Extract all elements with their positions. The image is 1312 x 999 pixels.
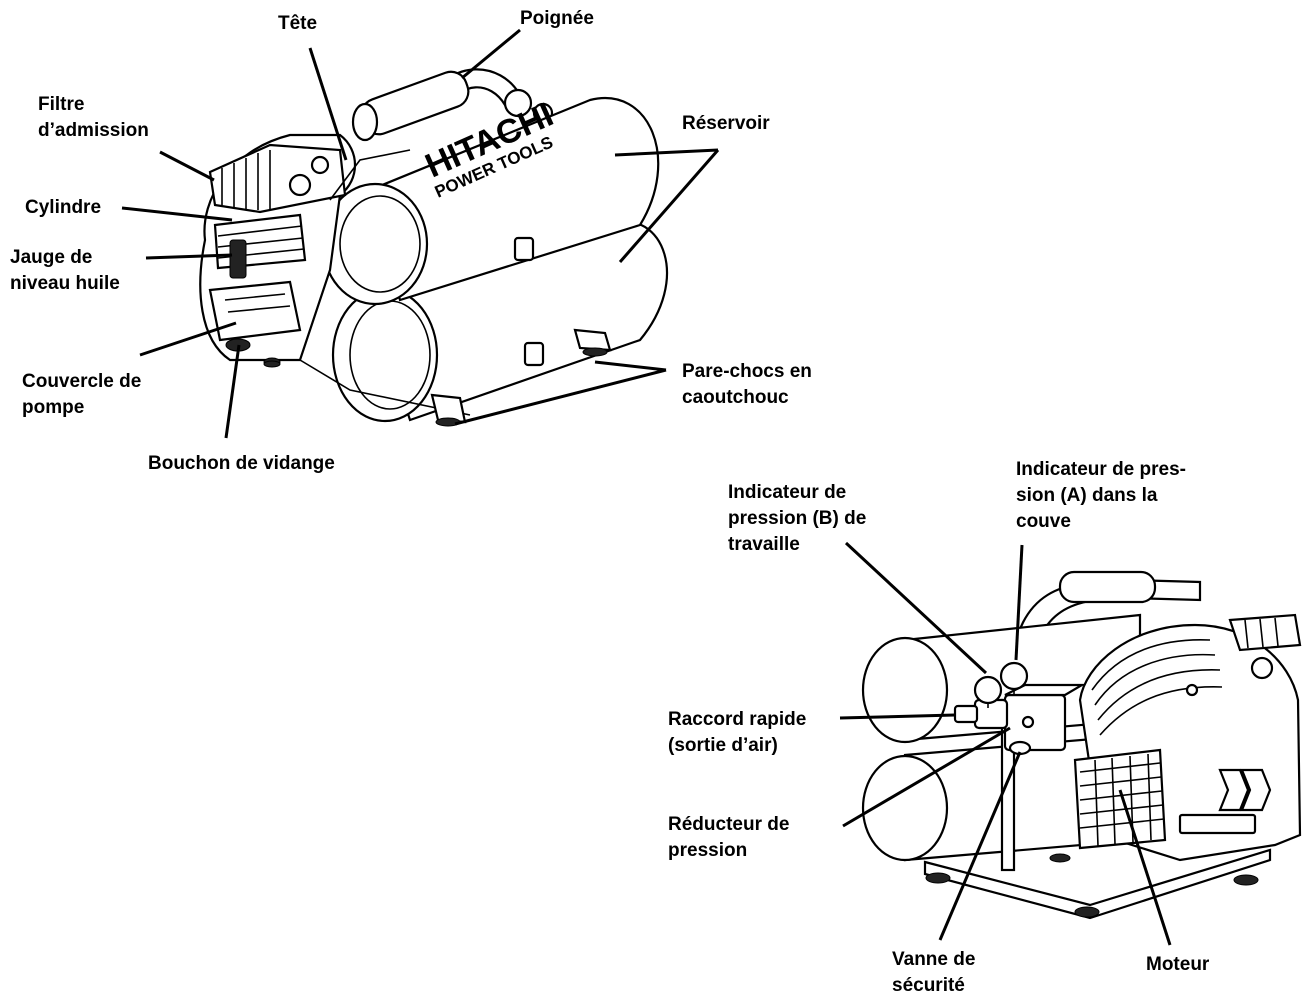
label-raccord-rapide: Raccord rapide (sortie d’air) bbox=[668, 709, 807, 756]
label-tete: Tête bbox=[278, 13, 318, 34]
leader-lines bbox=[121, 28, 1172, 946]
label-indicateur-pression-b: Indicateur de pression (B) de travaille bbox=[728, 482, 867, 555]
label-indicateur-pression-a: Indicateur de pres- sion (A) dans la cou… bbox=[1016, 459, 1186, 532]
label-pare-chocs: Pare-chocs en caoutchouc bbox=[682, 361, 812, 408]
label-filtre-admission: Filtre d’admission bbox=[38, 94, 149, 141]
rubber-feet bbox=[263, 328, 612, 427]
label-vanne-securite: Vanne de sécurité bbox=[892, 949, 976, 996]
pressure-regulator-assembly bbox=[953, 661, 1087, 756]
label-poignee: Poignée bbox=[520, 8, 594, 29]
front-view-compressor: HITACHI POWER TOOLS bbox=[199, 68, 668, 427]
label-moteur: Moteur bbox=[1146, 954, 1210, 975]
label-jauge-niveau-huile: Jauge de niveau huile bbox=[10, 247, 120, 294]
label-couvercle-pompe: Couvercle de pompe bbox=[22, 371, 142, 418]
handle-top bbox=[351, 68, 554, 142]
motor-housing bbox=[1073, 613, 1302, 862]
label-cylindre: Cylindre bbox=[25, 197, 102, 218]
lower-tank bbox=[331, 219, 668, 423]
label-reducteur-pression: Réducteur de pression bbox=[668, 814, 790, 861]
rear-view-compressor bbox=[861, 570, 1302, 920]
label-reservoir: Réservoir bbox=[682, 113, 770, 134]
label-bouchon-vidange: Bouchon de vidange bbox=[148, 453, 335, 474]
